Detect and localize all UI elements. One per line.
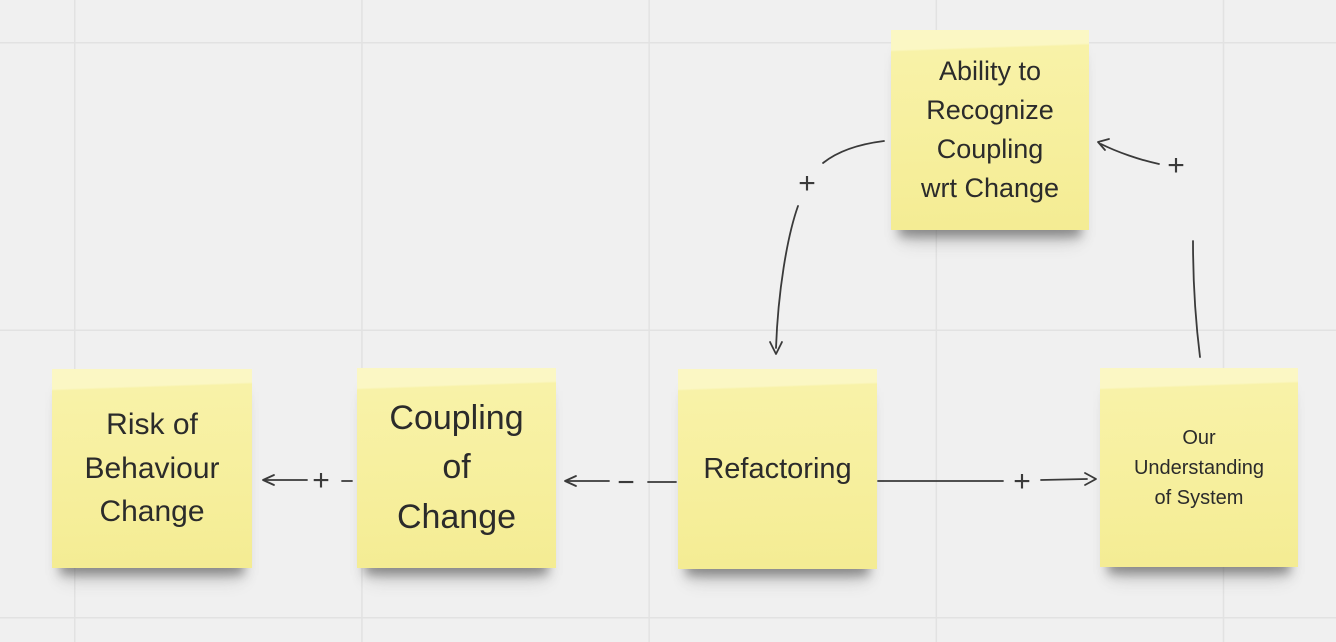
link-label-refactoring-to-coupling[interactable]: − [617, 466, 635, 499]
connector-ability-to-refactoring[interactable] [769, 140, 885, 355]
sticky-note-ability-to-recognize-coupling[interactable]: Ability to Recognize Coupling wrt Change [891, 30, 1089, 230]
sticky-note-our-understanding-of-system[interactable]: Our Understanding of System [1100, 368, 1298, 567]
link-label-coupling-to-risk[interactable]: + [312, 464, 330, 497]
link-label-ability-to-refactoring[interactable]: + [798, 167, 816, 200]
sticky-note-text: Coupling of Change [389, 399, 524, 536]
sticky-note-refactoring[interactable]: Refactoring [678, 369, 877, 569]
sticky-note-risk-of-behaviour-change[interactable]: Risk of Behaviour Change [52, 369, 252, 568]
sticky-note-text: Ability to Recognize Coupling wrt Change [920, 55, 1060, 204]
sticky-note-coupling-of-change[interactable]: Coupling of Change [357, 368, 556, 568]
connector-coupling-to-risk[interactable] [262, 474, 353, 486]
sticky-note-text: Refactoring [703, 452, 852, 485]
link-label-understanding-to-ability[interactable]: + [1167, 149, 1185, 182]
sticky-note-text: Risk of Behaviour Change [84, 408, 220, 529]
connector-refactoring-to-understanding[interactable] [877, 472, 1097, 486]
link-label-refactoring-to-understanding[interactable]: + [1013, 465, 1031, 498]
sticky-note-text: Our Understanding of System [1133, 426, 1265, 509]
